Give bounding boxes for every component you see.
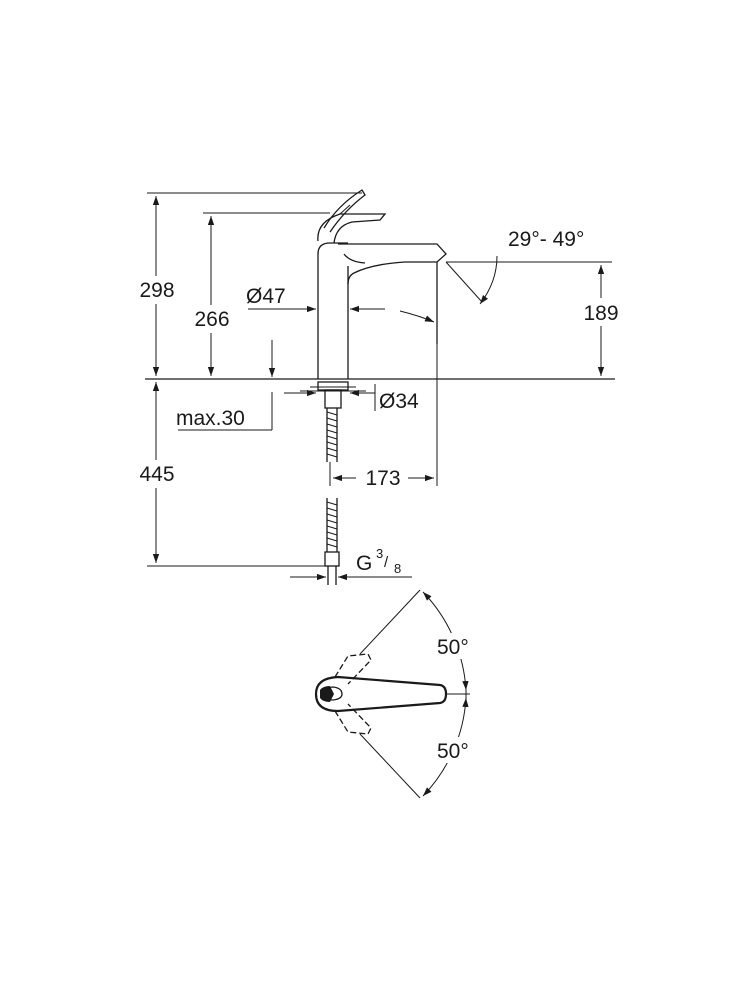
svg-text:/: /: [384, 554, 389, 571]
label-spout-reach: 173: [365, 467, 400, 490]
svg-text:8: 8: [394, 561, 401, 576]
label-body-diameter: Ø47: [246, 285, 286, 308]
top-view: 50° 50°: [314, 589, 488, 799]
svg-text:G: G: [356, 552, 372, 575]
svg-text:3: 3: [376, 546, 383, 561]
label-connection: G 3 / 8: [356, 546, 401, 576]
label-spout-height: 189: [583, 302, 618, 325]
label-swivel-lower: 50°: [437, 740, 469, 763]
label-deck-thickness: max.30: [176, 407, 245, 430]
label-spout-angle: 29°- 49°: [508, 228, 584, 251]
label-hose-length: 445: [139, 463, 174, 486]
label-total-height: 298: [139, 279, 174, 302]
mounting-tail: [300, 381, 366, 585]
faucet-body: [317, 189, 447, 379]
side-view: 298 266 Ø47 189 29°- 49° max.30 Ø34 173: [130, 189, 628, 585]
label-handle-height: 266: [194, 308, 229, 331]
lever-top-view: [314, 675, 448, 713]
label-swivel-upper: 50°: [437, 636, 469, 659]
label-tail-diameter: Ø34: [379, 390, 419, 413]
